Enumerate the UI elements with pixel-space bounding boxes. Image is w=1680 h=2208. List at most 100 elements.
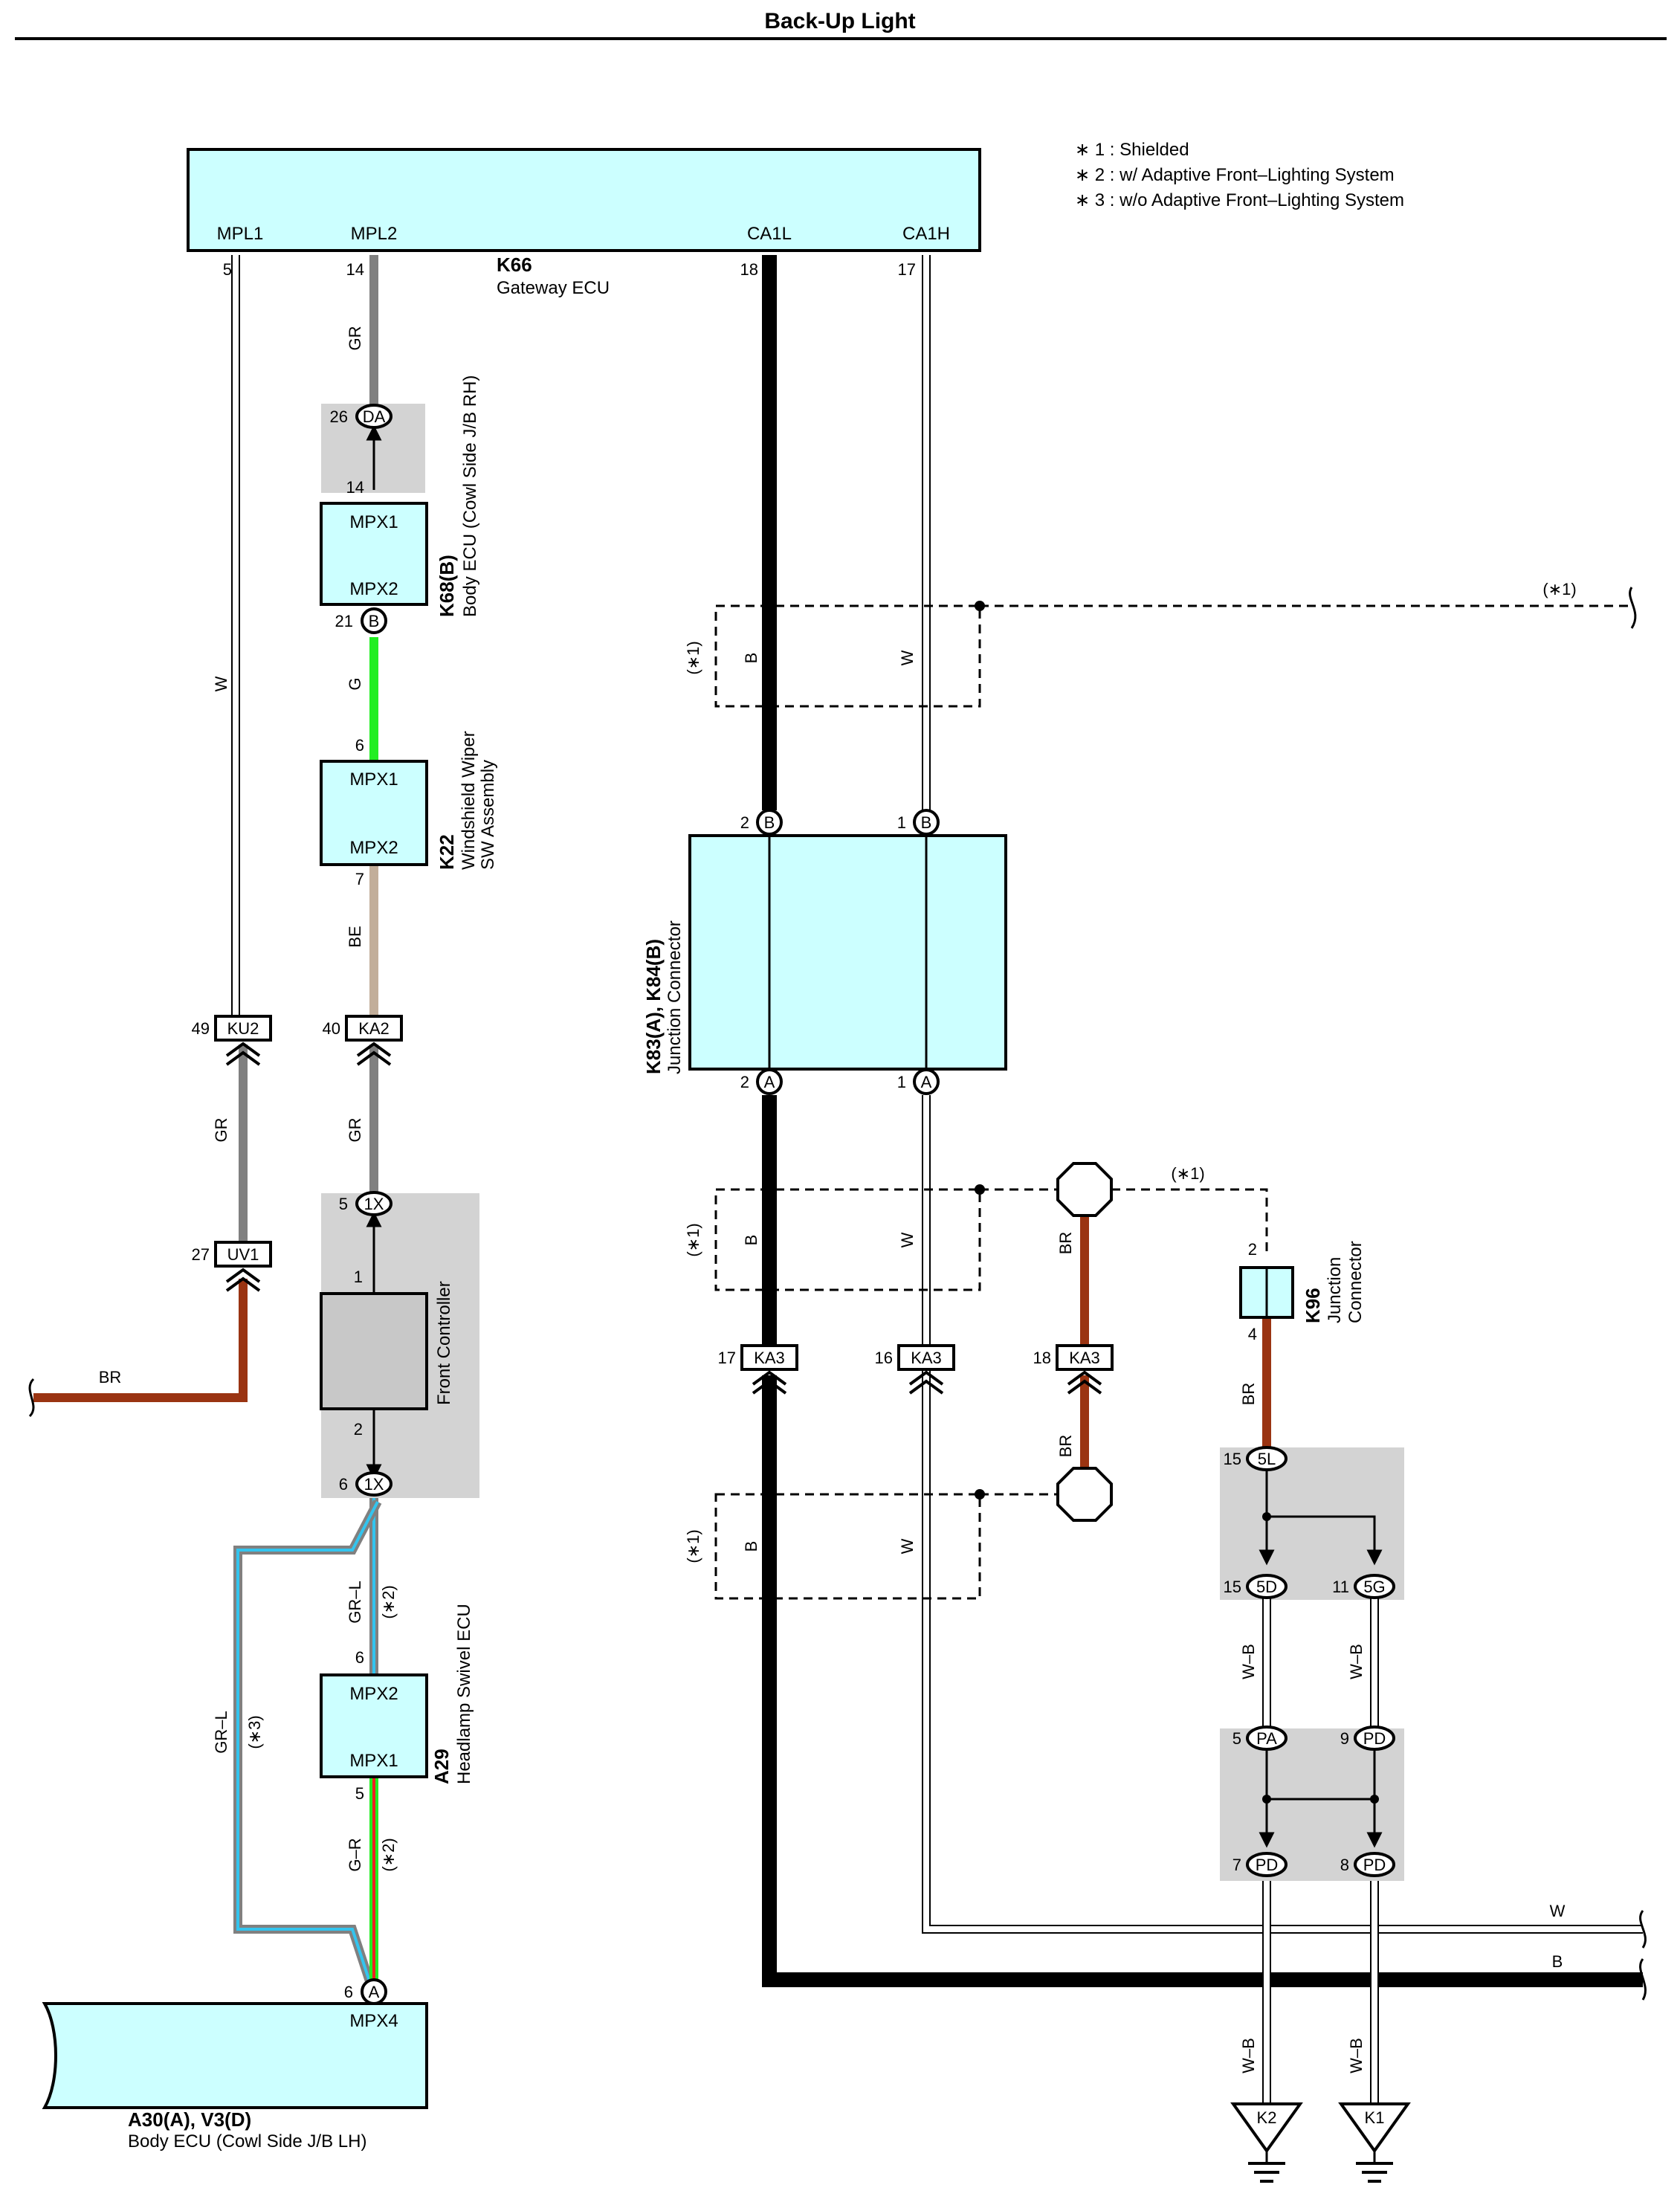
wire-label-gr-l-2: GR–L [346,1581,364,1623]
conn-a-k83-right [913,1068,940,1095]
wire-label-shield-1-mark: (∗1) [684,641,702,674]
wire-label-shield-1-right-mark: (∗1) [1542,580,1576,598]
body-ecu-rh-name: Body ECU (Cowl Side J/B RH) [460,375,480,617]
front-controller [320,1292,428,1410]
wire-label-w-b-4: W–B [1347,2038,1366,2073]
k96-name-1: Junction [1325,1257,1345,1323]
conn-b-rh [361,607,387,634]
shield-dot-2 [975,1184,985,1195]
conn-pd-right-label: PD [1363,1856,1386,1874]
wire-label-mark-2b: (∗2) [379,1838,398,1871]
gateway-pin-mpl2: MPL2 [351,224,398,244]
conn-da-no: 26 [330,407,348,426]
wire-label-shield-2-b: B [742,1235,760,1246]
body-ecu-rh-in-pin: MPX1 [349,512,398,532]
body-ecu-lh-pin-no: 6 [344,1983,353,2001]
gateway-name: Gateway ECU [497,278,610,298]
wiper-name-1: Windshield Wiper [459,731,479,870]
gateway-ecu [187,148,981,252]
wire-b-main [762,1375,1643,1987]
wire-label-mark-2a: (∗2) [379,1585,398,1618]
conn-1x-bottom-label: 1X [364,1475,384,1494]
break-mark-w [1639,1910,1647,1949]
conn-uv1-chevron [225,1268,261,1292]
body-ecu-lh-name: Body ECU (Cowl Side J/B LH) [128,2131,366,2151]
gateway-pin-no-14: 14 [346,260,364,279]
gateway-pin-ca1h: CA1H [902,224,950,244]
wire-label-gr-1: GR [346,326,364,351]
wire-inner-pa-group [1259,1751,1383,1848]
shield-ground-octagon-top [1056,1162,1113,1217]
k83-pin-right-top: 1 [897,813,906,832]
wire-label-w-1: W [212,676,230,691]
conn-1x-top-label: 1X [364,1195,384,1213]
conn-ka3-2-label: KA3 [911,1349,942,1367]
conn-5l-no: 15 [1224,1450,1241,1468]
wire-label-shield-2-top-mark: (∗1) [1171,1164,1204,1183]
wiper-code: K22 [436,834,458,870]
conn-a-lh-label: A [369,1983,380,2001]
conn-ka3-2 [897,1344,955,1371]
junction-connector-k83 [688,834,1007,1071]
wire-label-br-k96: BR [1239,1383,1258,1406]
conn-a-k83-left-label: A [764,1073,775,1091]
page-title: Back-Up Light [764,9,915,33]
headlamp-name: Headlamp Swivel ECU [454,1604,474,1784]
wire-label-shield-3-b: B [742,1541,760,1552]
wire-inner-5l-split [1259,1470,1383,1566]
conn-pd-right-no: 8 [1340,1856,1349,1874]
conn-pa-no: 5 [1232,1729,1241,1748]
conn-pd-top-no: 9 [1340,1729,1349,1748]
shield-ground-octagon-bottom [1056,1467,1113,1522]
k96-name-2: Connector [1345,1241,1366,1323]
body-ecu-rh-out-pin: MPX2 [349,579,398,599]
shield-box-1 [714,604,1632,708]
wire-gr-l-3 [233,1500,382,1983]
conn-pd-right [1354,1852,1395,1877]
headlamp-pin-top-no: 6 [355,1648,364,1667]
k96-pin-top: 2 [1248,1240,1257,1259]
conn-ka3-1-no: 17 [718,1349,736,1367]
body-ecu-lh-pin: MPX4 [349,2011,398,2031]
fc-inner-top: 1 [354,1268,363,1286]
gateway-pin-ca1l: CA1L [747,224,792,244]
conn-uv1-no: 27 [192,1245,210,1264]
wiper-out-pin: MPX2 [349,838,398,858]
wire-label-gr-2: GR [212,1118,230,1143]
shield-dot-3 [975,1489,985,1500]
wiper-pin-in-no: 6 [355,736,364,755]
headlamp-pin-top: MPX2 [349,1684,398,1704]
wire-label-shield-2-mark: (∗1) [684,1223,702,1256]
wire-label-w-b-2: W–B [1347,1644,1366,1679]
conn-ka3-3 [1056,1344,1114,1371]
wiper-sw [320,760,428,866]
ground-k2-label: K2 [1257,2108,1277,2127]
break-mark-br-left [28,1378,35,1418]
note-2: ∗ 2 : w/ Adaptive Front–Lighting System [1075,165,1395,185]
conn-ka3-2-chevron [908,1370,944,1395]
wiper-in-pin: MPX1 [349,769,398,790]
conn-a-k83-right-label: A [921,1073,932,1091]
conn-uv1-label: UV1 [227,1245,259,1264]
headlamp-pin-bottom: MPX1 [349,1751,398,1771]
conn-ka2 [345,1015,403,1042]
headlamp-pin-bottom-no: 5 [355,1784,364,1803]
conn-5d-label: 5D [1256,1578,1277,1596]
conn-5l-label: 5L [1258,1450,1276,1468]
conn-b-k83-right-label: B [921,813,932,832]
conn-5g [1354,1574,1395,1599]
conn-ka3-2-no: 16 [875,1349,893,1367]
conn-a-lh [361,1978,387,2005]
k96-code: K96 [1302,1288,1324,1323]
k83-name: Junction Connector [665,920,685,1074]
ground-k1-icon [1338,2102,1411,2183]
conn-pa-label: PA [1256,1729,1277,1748]
fc-inner-bottom: 2 [354,1420,363,1439]
headlamp-code: A29 [430,1749,453,1784]
conn-ka3-1 [740,1344,798,1371]
note-1: ∗ 1 : Shielded [1075,140,1189,160]
wire-label-b-main: B [1552,1952,1563,1971]
wire-label-br-left: BR [99,1368,122,1387]
k83-code: K83(A), K84(B) [642,939,665,1074]
headlamp-swivel-ecu [320,1673,428,1778]
